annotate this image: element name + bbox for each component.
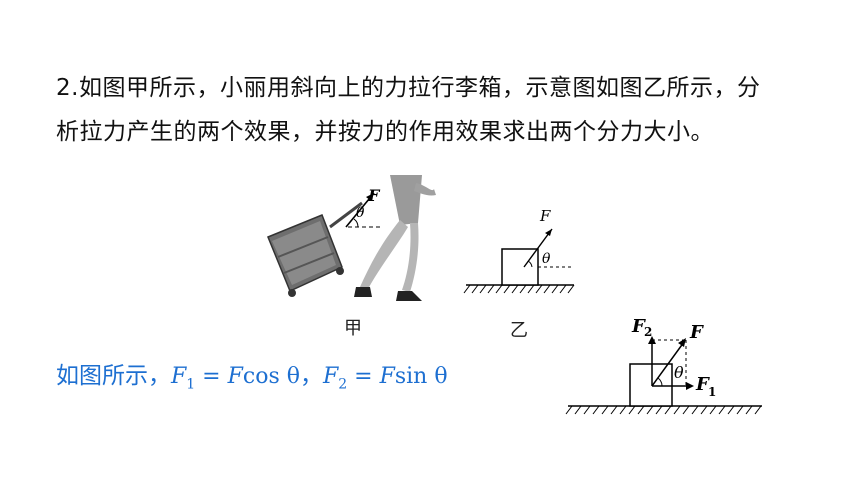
yi-angle-label: θ bbox=[542, 251, 551, 267]
answer-f2-eq: = F bbox=[347, 364, 395, 389]
answer-text: 如图所示，F1 = Fcos θ，F2 = Fsin θ bbox=[56, 356, 448, 392]
figure-yi-diagram: F θ bbox=[463, 207, 575, 294]
caption-yi: 乙 bbox=[510, 320, 528, 341]
f2-label: F bbox=[631, 316, 646, 337]
answer-f2-subscript: 2 bbox=[338, 376, 348, 393]
f1-label: F bbox=[695, 374, 710, 395]
answer-f1-eq: = F bbox=[195, 364, 243, 389]
suitcase-icon bbox=[267, 201, 363, 297]
f2-subscript: 2 bbox=[644, 325, 652, 339]
answer-f2-expression: sin θ bbox=[394, 364, 448, 389]
force-decomposition-diagram: F 2 F θ F 1 bbox=[565, 316, 762, 415]
question-line-2: 析拉力产生的两个效果，并按力的作用效果求出两个分力大小。 bbox=[56, 119, 714, 145]
answer-f2-label: F bbox=[322, 364, 339, 389]
question-line-1: 2.如图甲所示，小丽用斜向上的力拉行李箱，示意图如图乙所示，分 bbox=[56, 75, 761, 101]
yi-force-label: F bbox=[539, 207, 551, 225]
jia-force-label: F bbox=[367, 186, 381, 205]
caption-jia: 甲 bbox=[344, 318, 362, 339]
woman-figure bbox=[354, 175, 436, 301]
f1-subscript: 1 bbox=[708, 385, 716, 399]
answer-f1-expression: cos θ bbox=[242, 364, 300, 389]
answer-separator: ， bbox=[299, 363, 323, 389]
answer-f1-subscript: 1 bbox=[186, 376, 196, 393]
decomp-angle-label: θ bbox=[674, 363, 684, 382]
answer-prefix: 如图所示， bbox=[56, 363, 171, 389]
jia-angle-label: θ bbox=[356, 205, 365, 221]
figure-jia-illustration: F θ bbox=[267, 175, 436, 301]
f-label: F bbox=[689, 322, 704, 343]
answer-f1-label: F bbox=[171, 364, 187, 389]
question-text: 2.如图甲所示，小丽用斜向上的力拉行李箱，示意图如图乙所示，分 析拉力产生的两个… bbox=[56, 66, 826, 154]
